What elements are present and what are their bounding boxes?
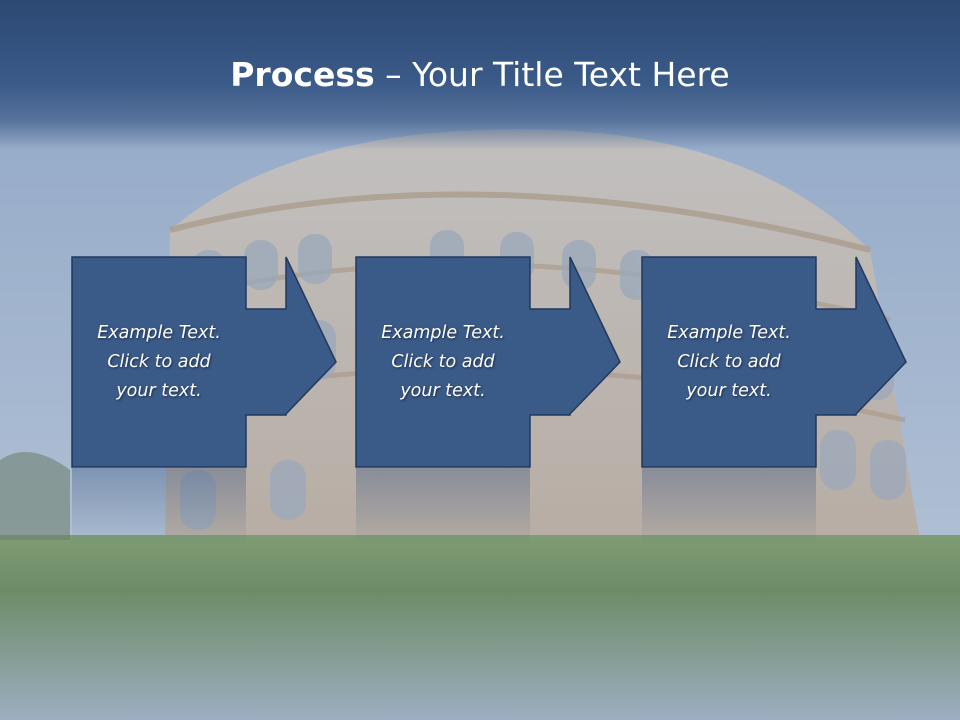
- step-text[interactable]: Example Text. Click to add your text.: [97, 322, 221, 401]
- slide-title[interactable]: Process – Your Title Text Here: [0, 52, 960, 98]
- step-arrow-shape: [71, 256, 337, 468]
- process-step-2[interactable]: Example Text. Click to add your text.: [355, 256, 626, 468]
- step-text[interactable]: Example Text. Click to add your text.: [667, 322, 791, 401]
- title-bold: Process: [230, 55, 375, 94]
- step-arrow-shape: [355, 256, 621, 468]
- process-step-3[interactable]: Example Text. Click to add your text.: [641, 256, 912, 468]
- step-reflection: [642, 468, 816, 548]
- step-text[interactable]: Example Text. Click to add your text.: [381, 322, 505, 401]
- step-reflection: [356, 468, 530, 548]
- title-rest: – Your Title Text Here: [374, 55, 730, 94]
- process-step-1[interactable]: Example Text. Click to add your text.: [71, 256, 342, 468]
- step-reflection: [72, 468, 246, 548]
- step-arrow-shape: [641, 256, 907, 468]
- title-band: [0, 0, 960, 150]
